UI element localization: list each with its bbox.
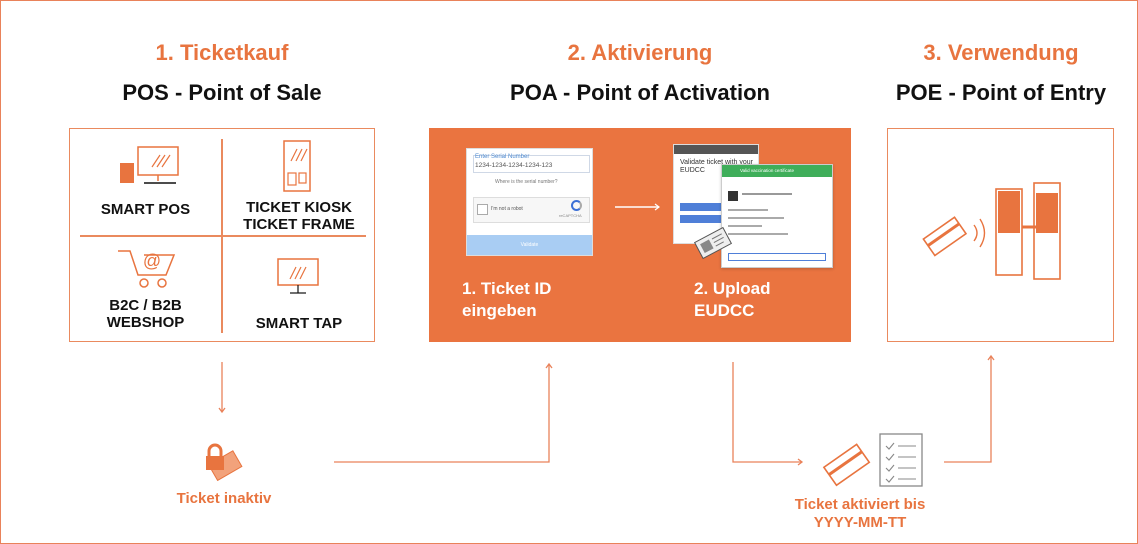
validate-button-label: Validate: [520, 242, 539, 248]
result-line: [728, 217, 784, 219]
status-inactive-label: Ticket inaktiv: [176, 490, 272, 507]
pos-divider-horizontal: [80, 235, 366, 237]
ticket-graphic-icon: [693, 226, 733, 260]
poa-panel: Enter Serial Number 1234-1234-1234-1234-…: [429, 128, 851, 342]
pos-box: SMART POS TICKET KIOSK TICKET FRAME @ B2…: [69, 128, 375, 342]
result-line: [728, 233, 788, 235]
entry-gate-icon: [922, 182, 1061, 280]
tap-screen-icon: [277, 258, 319, 294]
result-line: [728, 209, 768, 211]
recaptcha-icon: [571, 200, 582, 211]
result-button-mock: [728, 253, 826, 261]
checklist-icon: [879, 433, 923, 487]
result-line: [742, 193, 792, 195]
qr-icon: [728, 191, 738, 201]
serial-field-label: Enter Serial Number: [475, 154, 530, 160]
phone-header-bar: [674, 145, 758, 154]
pos-cell-kiosk: TICKET KIOSK TICKET FRAME: [243, 199, 355, 233]
pos-cell-webshop: B2C / B2B WEBSHOP: [106, 297, 185, 331]
captcha-brand: reCAPTCHA: [559, 213, 582, 218]
step-3-subtitle: POE - Point of Entry: [895, 80, 1107, 105]
captcha-label: I'm not a robot: [491, 206, 523, 212]
shopping-cart-icon: @: [118, 250, 176, 288]
validate-button-mock: [467, 235, 592, 255]
result-header-text: Valid vaccination certificate: [740, 168, 794, 173]
kiosk-icon: [283, 140, 311, 192]
step-1-subtitle: POS - Point of Sale: [122, 80, 322, 105]
serial-hint: Where is the serial number?: [495, 179, 558, 185]
captcha-checkbox: [477, 204, 488, 215]
poa-step-1-label: 1. Ticket ID eingeben: [462, 279, 552, 320]
serial-input-mock: [473, 155, 590, 173]
step-arrow-icon: [615, 203, 660, 211]
svg-text:@: @: [143, 251, 161, 271]
status-active-label: Ticket aktiviert bis YYYY-MM-TT: [794, 496, 926, 531]
locked-ticket-icon: [206, 443, 243, 482]
ticket-id-form-mockup: Enter Serial Number 1234-1234-1234-1234-…: [466, 148, 593, 256]
poe-box: [887, 128, 1114, 342]
step-2-subtitle: POA - Point of Activation: [510, 80, 770, 105]
captcha-mock: [473, 197, 590, 223]
step-2-title: 2. Aktivierung: [567, 40, 713, 65]
upload-button-mock: [680, 203, 752, 211]
poa-step-2-label: 2. Upload EUDCC: [694, 279, 771, 320]
eudcc-result-mockup: Valid vaccination certificate: [721, 164, 833, 268]
activated-ticket-icon: [822, 433, 923, 487]
result-header-bar: [722, 165, 832, 177]
scan-button-mock: [680, 215, 752, 223]
step-3-title: 3. Verwendung: [923, 40, 1079, 65]
pos-terminal-icon: [120, 146, 179, 184]
pos-cell-smart-pos: SMART POS: [100, 201, 191, 218]
step-1-title: 1. Ticketkauf: [155, 40, 289, 65]
result-line: [728, 225, 762, 227]
pos-cell-smart-tap: SMART TAP: [255, 315, 343, 332]
serial-field-value: 1234-1234-1234-1234-123: [475, 162, 553, 169]
phone-heading: Validate ticket with your EUDCC: [680, 159, 754, 174]
